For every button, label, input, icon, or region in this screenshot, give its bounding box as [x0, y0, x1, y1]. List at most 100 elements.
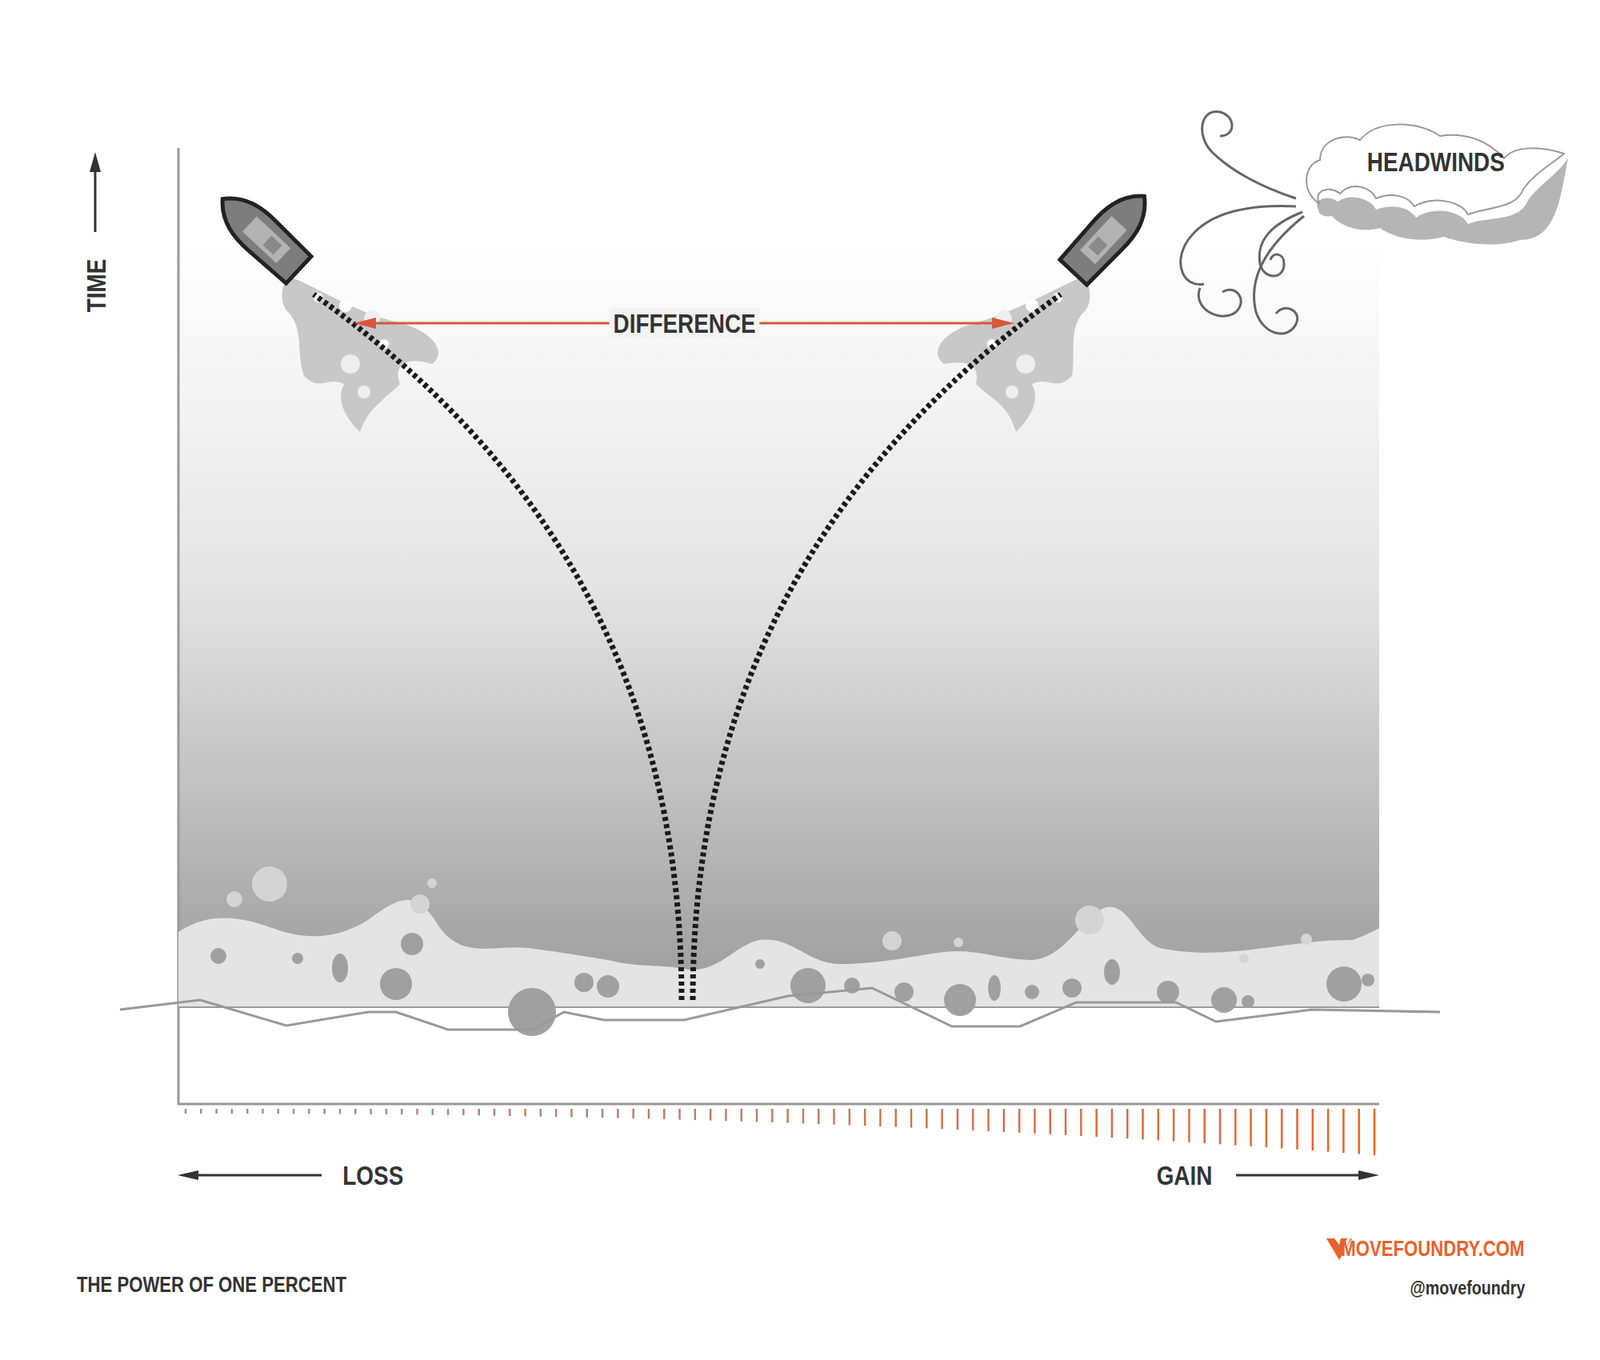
axis-label: GAIN [1156, 1161, 1212, 1189]
tick [570, 1108, 573, 1117]
difference-arrow-left-head [353, 317, 376, 329]
tick [416, 1108, 419, 1115]
tick [740, 1108, 744, 1122]
tick [524, 1108, 527, 1116]
left-boat [208, 184, 312, 284]
tick [601, 1108, 604, 1118]
tick [864, 1108, 867, 1126]
tick [925, 1108, 928, 1128]
tick [1312, 1108, 1315, 1151]
tick [817, 1108, 820, 1124]
tick [694, 1108, 697, 1120]
foam [178, 900, 1380, 1007]
tick [709, 1108, 712, 1121]
tick [1080, 1108, 1083, 1136]
difference-arrow-left [368, 322, 610, 325]
tick-marks [185, 1108, 1375, 1156]
difference-label: DIFFERENCE [608, 308, 760, 339]
tick [786, 1108, 789, 1124]
tick [215, 1108, 218, 1114]
tick [940, 1108, 944, 1129]
tick [447, 1108, 450, 1116]
tick [1219, 1108, 1222, 1144]
time-arrow-head [89, 152, 101, 172]
spray-dots [226, 866, 1312, 964]
tick [1249, 1108, 1252, 1147]
tick [1357, 1108, 1360, 1155]
tick [987, 1108, 990, 1132]
tick [848, 1108, 852, 1125]
tick [956, 1108, 960, 1130]
tick [1064, 1108, 1068, 1136]
tick [1126, 1108, 1129, 1139]
x-axis [177, 1103, 1380, 1106]
tick [1188, 1108, 1191, 1143]
tick [832, 1108, 836, 1125]
tick [508, 1108, 512, 1116]
difference-arrow-right-head [992, 317, 1015, 329]
tick [1203, 1108, 1206, 1144]
tick [1327, 1108, 1330, 1152]
tick [894, 1108, 897, 1128]
water-line [120, 988, 1440, 1030]
tick [1018, 1108, 1021, 1133]
tick [972, 1108, 975, 1131]
tick [632, 1108, 635, 1119]
tick [292, 1108, 296, 1114]
tick [540, 1108, 543, 1117]
tick [1280, 1108, 1284, 1149]
tick [648, 1108, 651, 1120]
loss-arrow [192, 1174, 322, 1177]
loss-arrow-head [177, 1170, 199, 1180]
tick [493, 1108, 496, 1116]
tick [663, 1108, 666, 1120]
tick [339, 1108, 342, 1115]
foam-bubbles [210, 932, 1375, 1036]
background-panel [178, 240, 1380, 1008]
tick [1172, 1108, 1176, 1142]
tick [1296, 1108, 1299, 1150]
tick [354, 1108, 357, 1115]
tick [369, 1108, 372, 1115]
caption: THE POWER OF ONE PERCENT [76, 1274, 347, 1296]
tick [385, 1108, 388, 1115]
tick [184, 1108, 188, 1114]
left-wake [282, 276, 439, 432]
tick [771, 1108, 774, 1123]
tick [400, 1108, 404, 1115]
tick [1157, 1108, 1160, 1140]
tick [477, 1108, 480, 1116]
tick [432, 1108, 435, 1116]
headwinds-label: HEADWINDS [1367, 148, 1505, 176]
tick [261, 1108, 264, 1114]
tick [277, 1108, 280, 1114]
tick [910, 1108, 913, 1128]
website-label: MOVEFOUNDRY.COM [1340, 1238, 1524, 1260]
tick [1265, 1108, 1268, 1148]
gain-path [692, 294, 1061, 1000]
loss-path [313, 294, 682, 1000]
difference-arrow-right [758, 322, 1000, 325]
tick [678, 1108, 681, 1120]
tick [724, 1108, 728, 1121]
right-boat [1058, 182, 1159, 286]
tick [1141, 1108, 1144, 1140]
handle-label: @movefoundry [1410, 1278, 1526, 1298]
tick [1033, 1108, 1036, 1134]
tick [200, 1108, 203, 1114]
axis-label: TIME [81, 259, 109, 313]
tick [1095, 1108, 1098, 1137]
tick [555, 1108, 558, 1117]
tick [1111, 1108, 1114, 1138]
tick [616, 1108, 620, 1119]
tick [1003, 1108, 1006, 1132]
cloud [1306, 124, 1564, 215]
tick [246, 1108, 249, 1114]
tick [1373, 1108, 1376, 1156]
tick [756, 1108, 759, 1122]
tick [323, 1108, 326, 1114]
tick [308, 1108, 311, 1114]
gain-arrow [1236, 1174, 1364, 1177]
